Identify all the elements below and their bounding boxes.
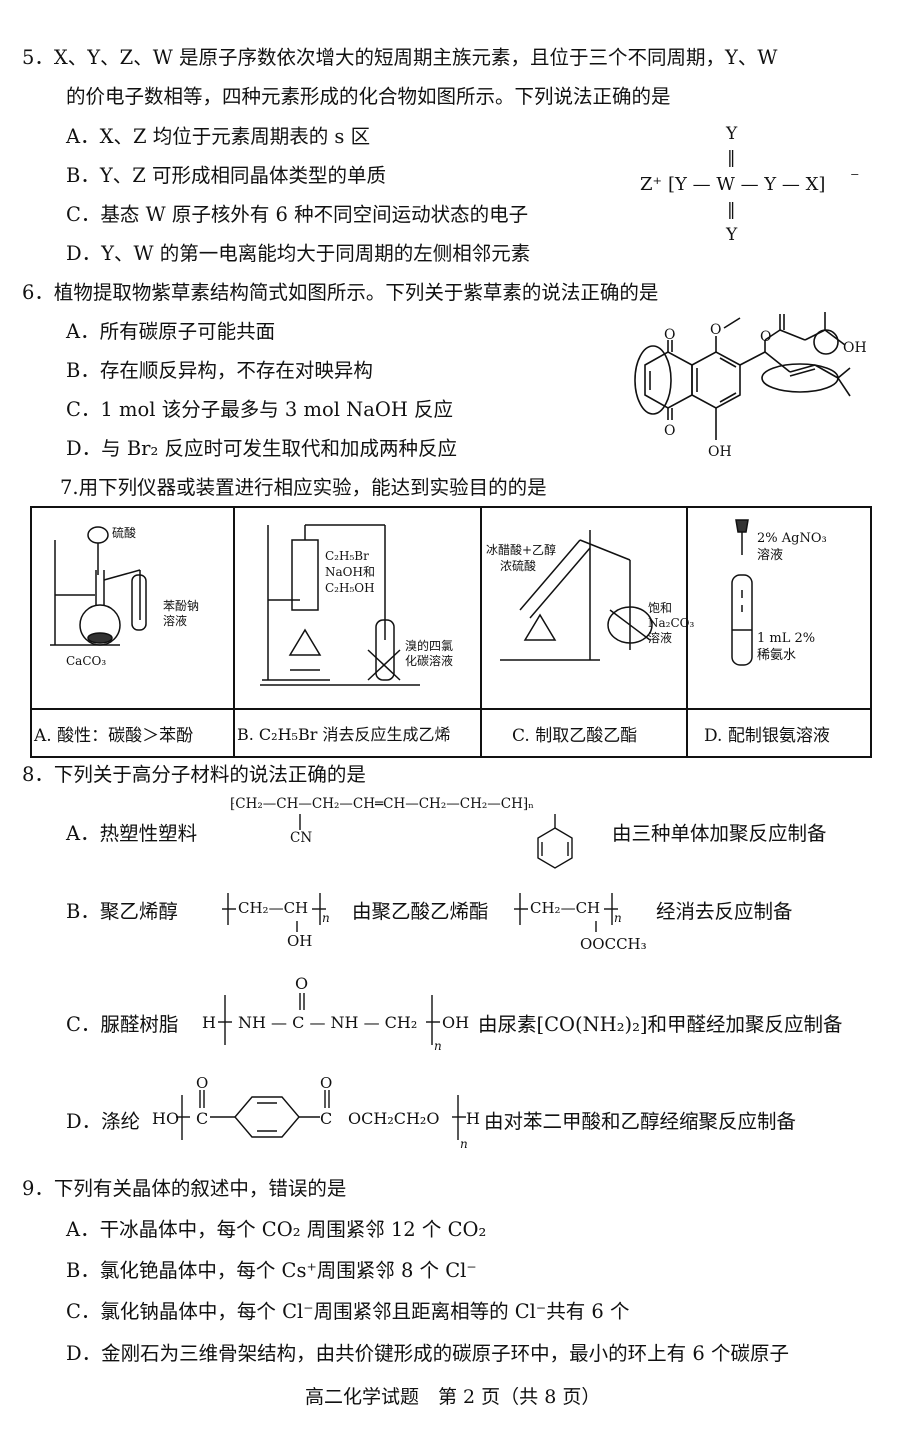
q5-top-y: Y	[726, 124, 738, 144]
q8d-description: 由对苯二甲酸和乙醇经缩聚反应制备	[484, 1110, 797, 1133]
q5-cation: Z⁺	[640, 174, 663, 195]
q9-option-b: B．氯化铯晶体中，每个 Cs⁺周围紧邻 8 个 Cl⁻	[66, 1259, 477, 1282]
q7d-tube-1: 1 mL 2%	[757, 631, 816, 646]
q8b-ooccch3: OOCCH₃	[580, 935, 647, 953]
q8d-o-right: O	[320, 1074, 333, 1092]
q7c-tube-1: 饱和	[648, 601, 673, 615]
q7a-solution-label: 苯酚钠	[163, 599, 200, 613]
q8-option-d-label: D．涤纶	[66, 1110, 141, 1133]
q6-option-b: B．存在顺反异构，不存在对映异构	[66, 359, 373, 382]
q8-stem: 8．下列关于高分子材料的说法正确的是	[22, 763, 366, 786]
q6-phenol-oh: OH	[708, 444, 732, 460]
q8b-oh: OH	[287, 932, 313, 950]
q9-stem: 9．下列有关晶体的叙述中，错误的是	[22, 1177, 347, 1200]
q8d-n: n	[460, 1137, 468, 1151]
q6-methoxy-o: O	[710, 322, 722, 338]
q7b-tube-label: 溴的四氯	[405, 639, 454, 653]
q8d-c-right: C	[320, 1109, 333, 1128]
q7-divider-1	[233, 506, 235, 758]
q6-option-d: D．与 Br₂ 反应时可发生取代和加成两种反应	[66, 437, 458, 460]
q7d-tube-2: 稀氨水	[757, 648, 797, 663]
q8a-polymer-chain: ⁅CH₂—CH—CH₂—CH═CH—CH₂—CH₂—CH⁆ₙ	[230, 796, 534, 812]
q6-option-c: C．1 mol 该分子最多与 3 mol NaOH 反应	[66, 398, 454, 421]
q8c-description: 由尿素[CO(NH₂)₂]和甲醛经加聚反应制备	[478, 1013, 843, 1036]
q6-option-a: A．所有碳原子可能共面	[66, 320, 276, 343]
q8d-c-left: C	[196, 1109, 209, 1128]
q5-top-double-bond: ‖	[727, 148, 736, 168]
q7-caption-divider	[30, 708, 872, 710]
q5-option-b: B．Y、Z 可形成相同晶体类型的单质	[66, 164, 386, 187]
q8b-description: 经消去反应制备	[656, 900, 793, 923]
q6-stem: 6．植物提取物紫草素结构简式如图所示。下列关于紫草素的说法正确的是	[22, 281, 659, 304]
page-footer: 高二化学试题 第 2 页（共 8 页）	[305, 1386, 601, 1408]
q8d-ho: HO	[152, 1109, 180, 1128]
q5-option-d: D．Y、W 的第一电离能均大于同周期的左侧相邻元素	[66, 242, 531, 265]
q9-option-a: A．干冰晶体中，每个 CO₂ 周围紧邻 12 个 CO₂	[66, 1218, 487, 1241]
q7c-reagent-2: 浓硫酸	[500, 559, 537, 573]
q6-carbonyl-o-bottom: O	[664, 423, 676, 439]
q5-stem-line2: 的价电子数相等，四种元素形成的化合物如图所示。下列说法正确的是	[66, 85, 671, 108]
q5-charge: ⁻	[850, 168, 860, 189]
q6-alcohol-oh: OH	[843, 340, 867, 356]
q8c-oh: OH	[442, 1013, 470, 1032]
q7b-reagent-3: C₂H₅OH	[325, 581, 375, 595]
q6-carbonyl-o-top: O	[664, 327, 676, 343]
q7a-solution-label-2: 溶液	[163, 614, 188, 628]
q5-stem-line1: 5．X、Y、Z、W 是原子序数依次增大的短周期主族元素，且位于三个不同周期，Y、…	[22, 46, 778, 69]
q5-bottom-double-bond: ‖	[727, 200, 736, 220]
q7c-tube-3: 溶液	[648, 631, 673, 645]
q8d-h: H	[466, 1109, 480, 1128]
q8b-pva-repeat: CH₂—CH	[238, 899, 309, 917]
q8d-o-left: O	[196, 1074, 209, 1092]
q8c-carbonyl-o: O	[295, 974, 309, 993]
q8b-middle-text: 由聚乙酸乙烯酯	[352, 900, 489, 923]
q8a-description: 由三种单体加聚反应制备	[612, 822, 827, 845]
q5-anion: [Y — W — Y — X]	[668, 174, 826, 195]
q8a-cn: CN	[290, 830, 313, 846]
q7-caption-c: C. 制取乙酸乙酯	[512, 726, 638, 746]
q7b-tube-label-2: 化碳溶液	[405, 654, 454, 668]
q8b-pvac-repeat: CH₂—CH	[530, 899, 601, 917]
q7-caption-a: A. 酸性：碳酸＞苯酚	[34, 726, 194, 746]
q7a-acid-label: 硫酸	[112, 526, 137, 540]
q8b-n-1: n	[322, 911, 330, 925]
q7-divider-3	[686, 506, 688, 758]
q6-ester-o: O	[760, 329, 772, 345]
q8-option-c-label: C．脲醛树脂	[66, 1013, 179, 1036]
q7-apparatus-table	[30, 506, 872, 758]
q8c-urea-resin-repeat: NH — C — NH — CH₂	[238, 1013, 418, 1032]
q8c-h: H	[202, 1013, 216, 1032]
q8-option-a-label: A．热塑性塑料	[66, 822, 198, 845]
q7-caption-d: D. 配制银氨溶液	[704, 726, 830, 746]
q8b-n-2: n	[614, 911, 622, 925]
q7b-reagent-1: C₂H₅Br	[325, 549, 369, 563]
q7d-reagent-2: 溶液	[757, 548, 784, 563]
q7-caption-b: B. C₂H₅Br 消去反应生成乙烯	[237, 725, 451, 744]
q9-option-d: D．金刚石为三维骨架结构，由共价键形成的碳原子环中，最小的环上有 6 个碳原子	[66, 1342, 789, 1365]
q5-bottom-y: Y	[726, 225, 738, 245]
q7b-reagent-2: NaOH和	[325, 565, 375, 579]
q8d-glycol-unit: OCH₂CH₂O	[348, 1109, 440, 1128]
q7c-tube-2: Na₂CO₃	[648, 616, 695, 630]
q7a-caco3-label: CaCO₃	[66, 654, 107, 668]
q7d-reagent-1: 2% AgNO₃	[757, 531, 827, 546]
q7-stem: 7.用下列仪器或装置进行相应实验，能达到实验目的的是	[60, 476, 547, 499]
q9-option-c: C．氯化钠晶体中，每个 Cl⁻周围紧邻且距离相等的 Cl⁻共有 6 个	[66, 1300, 630, 1323]
q7c-reagent-1: 冰醋酸+乙醇	[486, 543, 557, 557]
q7-divider-2	[480, 506, 482, 758]
q5-option-c: C．基态 W 原子核外有 6 种不同空间运动状态的电子	[66, 203, 529, 226]
q8-option-b-label: B．聚乙烯醇	[66, 900, 178, 923]
q8c-n: n	[434, 1039, 442, 1053]
q5-option-a: A．X、Z 均位于元素周期表的 s 区	[66, 125, 371, 148]
